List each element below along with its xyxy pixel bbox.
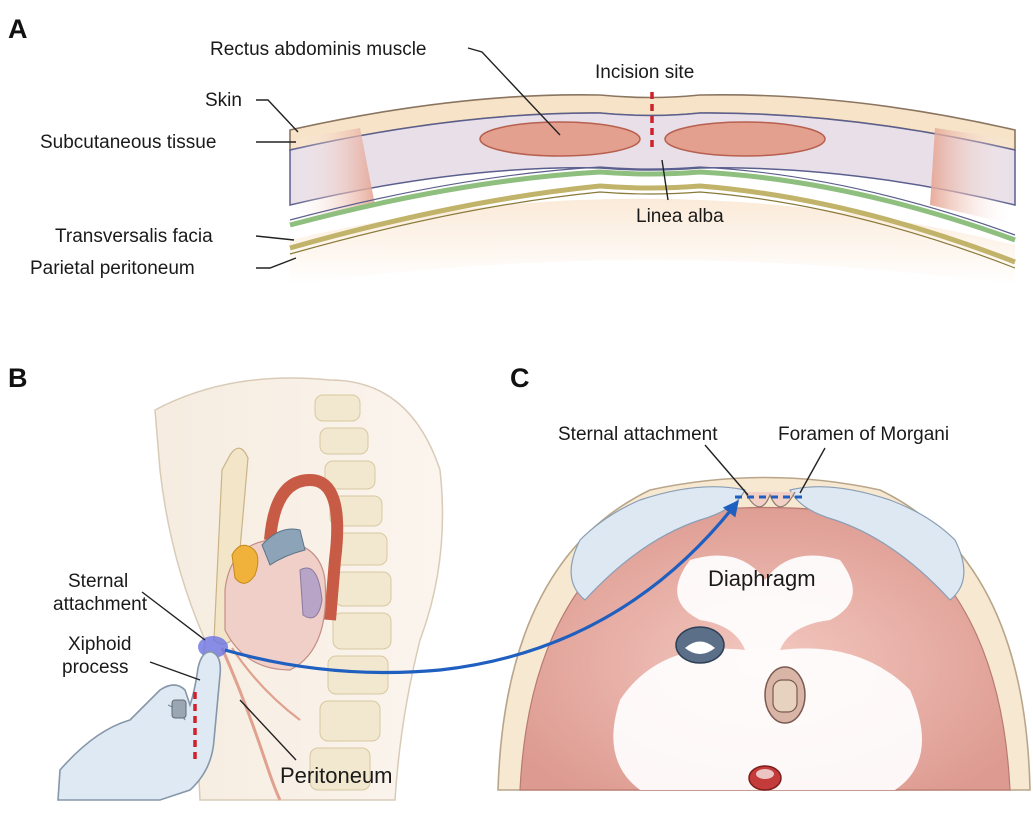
panel-c-letter: C [510,363,530,393]
label-skin: Skin [205,90,242,111]
label-sternal-b-line1: Sternal [68,571,128,592]
label-incision: Incision site [595,62,694,83]
label-xiphoid-line2: process [62,657,129,678]
label-diaphragm: Diaphragm [708,566,816,591]
leader-transversalis [256,236,294,240]
label-linea-alba: Linea alba [636,206,724,227]
leader-xiphoid [150,662,200,680]
aortic-opening [749,766,781,790]
label-xiphoid-line1: Xiphoid [68,634,131,655]
panel-b: B [8,363,443,800]
left-lateral-muscle [290,128,375,225]
instrument-grip [172,700,186,718]
label-parietal-peritoneum: Parietal peritoneum [30,258,195,279]
panel-a: A Rectus abdominis muscle Incision site [8,14,1015,285]
label-rectus: Rectus abdominis muscle [210,39,426,60]
panel-a-letter: A [8,14,28,44]
label-peritoneum-b: Peritoneum [280,763,393,788]
label-sternal-b-line2: attachment [53,594,148,615]
vena-cava-opening [676,627,724,663]
label-subcutaneous: Subcutaneous tissue [40,132,216,153]
rectus-muscle-right [665,122,825,156]
esophageal-opening [765,667,805,723]
panel-c: C Sternal attachment [498,363,1030,790]
label-sternal-c: Sternal attachment [558,424,718,445]
panel-b-letter: B [8,363,28,393]
rectus-muscle-left [480,122,640,156]
label-foramen: Foramen of Morgani [778,424,949,445]
leader-skin [256,100,298,132]
label-transversalis: Transversalis facia [55,226,213,247]
